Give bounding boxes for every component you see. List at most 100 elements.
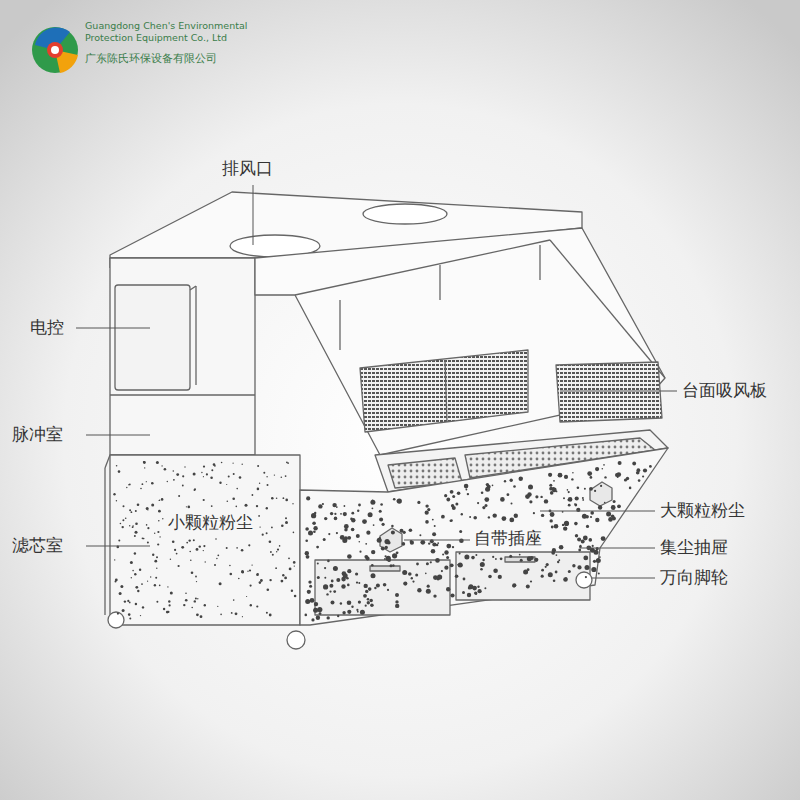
dust-dot xyxy=(194,600,196,602)
dust-dot xyxy=(568,491,570,493)
dust-dot xyxy=(116,500,117,501)
dust-dot xyxy=(638,479,641,482)
dust-dot xyxy=(344,505,346,507)
dust-dot xyxy=(120,523,122,525)
dust-dot xyxy=(558,473,563,478)
dust-dot xyxy=(598,505,602,509)
part-label: 小颗粒粉尘 xyxy=(168,512,253,532)
part-label: 脉冲室 xyxy=(12,424,63,444)
dust-dot xyxy=(158,510,161,513)
dust-dot xyxy=(379,510,382,513)
dust-dot xyxy=(347,569,351,573)
dust-dot xyxy=(493,569,498,574)
dust-dot xyxy=(195,598,197,600)
dust-dot xyxy=(281,477,283,479)
dust-dot xyxy=(590,476,593,479)
dust-dot xyxy=(250,604,252,606)
dust-dot xyxy=(482,559,484,561)
dust-dot xyxy=(135,531,138,534)
dust-dot xyxy=(229,565,231,567)
dust-dot xyxy=(485,487,490,492)
dust-dot xyxy=(119,592,122,595)
dust-dot xyxy=(170,591,173,594)
dust-dot xyxy=(426,562,429,565)
dust-dot xyxy=(135,510,137,512)
dust-dot xyxy=(293,532,295,534)
dust-dot xyxy=(507,493,510,496)
dust-dot xyxy=(599,556,601,558)
dust-dot xyxy=(559,545,564,550)
dust-dot xyxy=(425,520,429,524)
dust-dot xyxy=(117,613,119,615)
dust-dot xyxy=(571,478,573,480)
dust-dot xyxy=(124,600,126,602)
dust-dot xyxy=(595,467,599,471)
dust-dot xyxy=(450,593,454,597)
dust-dot xyxy=(159,500,160,501)
dust-dot xyxy=(374,587,376,589)
dust-dot xyxy=(480,562,485,567)
dust-dot xyxy=(611,505,616,510)
dust-dot xyxy=(617,472,622,477)
dust-dot xyxy=(155,577,157,579)
dust-dot xyxy=(163,608,165,610)
dust-dot xyxy=(263,472,265,474)
dust-dot xyxy=(477,586,479,588)
dust-dot xyxy=(464,554,469,559)
dust-dot xyxy=(259,581,262,584)
dust-dot xyxy=(242,464,243,465)
dust-dot xyxy=(356,609,358,611)
dust-dot xyxy=(534,558,538,562)
dust-dot xyxy=(367,601,370,604)
dust-dot xyxy=(188,506,191,509)
dust-dot xyxy=(154,533,155,534)
dust-dot xyxy=(195,576,197,578)
dust-dot xyxy=(416,563,419,566)
dust-dot xyxy=(493,513,497,517)
dust-dot xyxy=(336,578,340,582)
dust-dot xyxy=(446,587,450,591)
dust-dot xyxy=(384,558,386,560)
dust-dot xyxy=(548,572,553,577)
dust-dot xyxy=(313,608,318,613)
dust-dot xyxy=(557,561,559,563)
dust-dot xyxy=(211,469,213,471)
dust-dot xyxy=(584,488,586,490)
dust-dot xyxy=(197,598,198,599)
dust-dot xyxy=(574,522,578,526)
dust-dot xyxy=(284,577,287,580)
dust-dot xyxy=(230,573,233,576)
dust-dot xyxy=(548,473,552,477)
dust-dot xyxy=(604,502,606,504)
dust-dot xyxy=(425,511,429,515)
dust-dot xyxy=(159,536,160,537)
dust-dot xyxy=(643,468,647,472)
dust-dot xyxy=(233,463,234,464)
dust-dot xyxy=(457,492,461,496)
dust-dot xyxy=(220,614,222,616)
dust-dot xyxy=(323,538,326,541)
dust-dot xyxy=(314,602,318,606)
dust-dot xyxy=(256,505,258,507)
dust-dot xyxy=(459,553,461,555)
dust-dot xyxy=(435,558,440,563)
dust-dot xyxy=(359,541,361,543)
dust-dot xyxy=(151,504,154,507)
dust-dot xyxy=(181,546,184,549)
dust-dot xyxy=(228,476,230,478)
dust-dot xyxy=(270,551,272,553)
dust-dot xyxy=(332,503,336,507)
dust-dot xyxy=(425,573,427,575)
dust-dot xyxy=(331,580,334,583)
dust-dot xyxy=(393,498,396,501)
dust-dot xyxy=(390,564,393,567)
dust-dot xyxy=(611,515,615,519)
dust-dot xyxy=(430,561,432,563)
dust-dot xyxy=(486,483,489,486)
dust-dot xyxy=(248,544,250,546)
dust-dot xyxy=(226,484,227,485)
dust-dot xyxy=(351,518,355,522)
dust-dot xyxy=(227,500,229,502)
dust-dot xyxy=(379,518,383,522)
